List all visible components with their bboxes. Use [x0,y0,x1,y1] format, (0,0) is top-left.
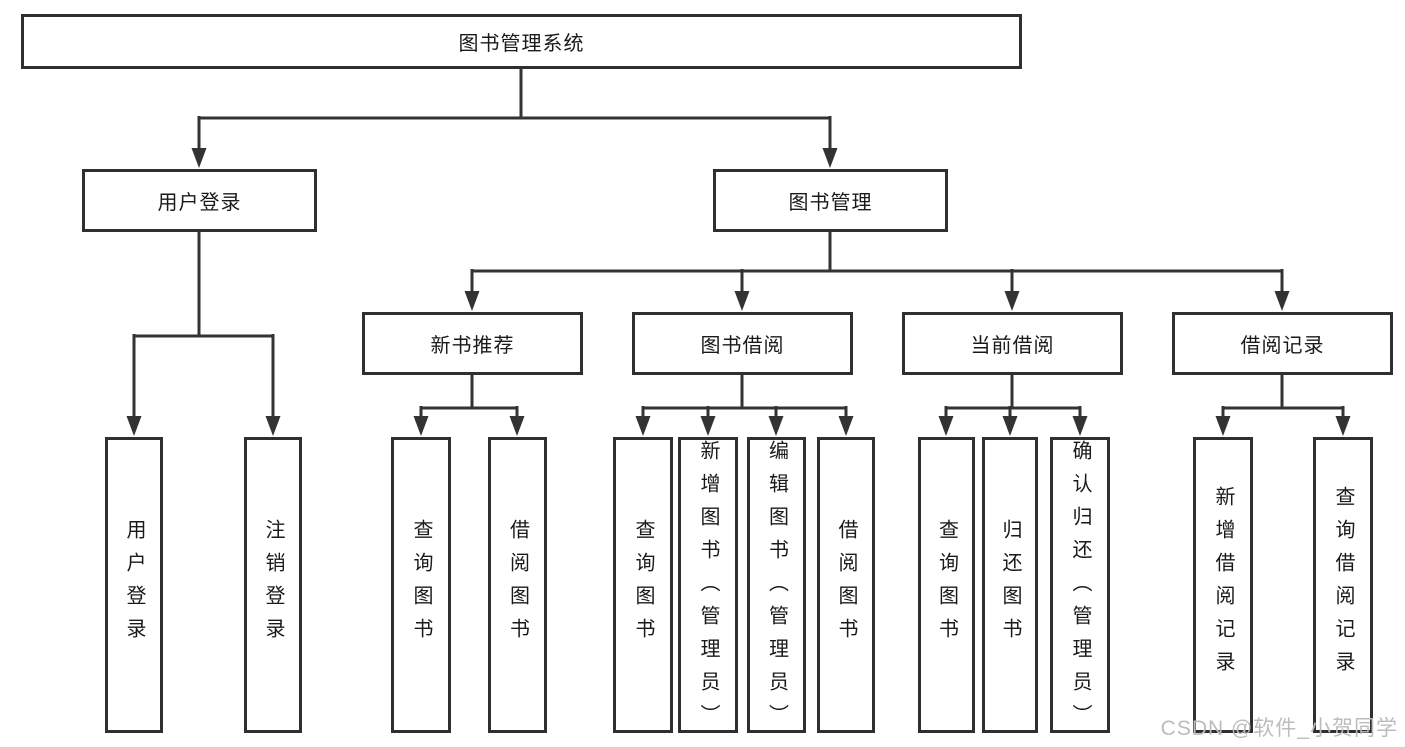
node-user-login: 用户登录 [82,169,317,232]
node-label: 新增图书（管理员） [697,440,719,737]
node-current-borrow: 当前借阅 [902,312,1123,375]
arrow-leaf-borrow-2 [838,416,854,436]
node-book-borrow: 图书借阅 [632,312,853,375]
node-label: 查询图书 [632,519,654,651]
node-leaf-confirm-return: 确认归还（管理员） [1050,437,1110,737]
node-leaf-add-book: 新增图书（管理员） [678,437,738,737]
node-leaf-borrow-book-2: 借阅图书 [817,437,875,733]
arrow-leaf-logout [265,416,281,436]
arrow-borrow-records [1274,291,1290,311]
node-label: 当前借阅 [970,335,1055,357]
node-leaf-user-login: 用户登录 [105,437,163,733]
node-leaf-logout: 注销登录 [244,437,302,733]
arrow-new-book-rec [464,291,480,311]
arrow-leaf-edit-book [768,416,784,436]
node-label: 图书管理 [788,192,873,214]
arrow-book-borrow [734,291,750,311]
node-leaf-borrow-book-1: 借阅图书 [488,437,547,733]
arrowheads [126,148,1351,436]
node-leaf-return-book: 归还图书 [982,437,1038,733]
arrow-leaf-user-login [126,416,142,436]
arrow-leaf-borrow-1 [509,416,525,436]
node-label: 新增借阅记录 [1212,486,1234,684]
node-label: 图书借阅 [700,335,785,357]
arrow-leaf-add-record [1215,416,1231,436]
node-leaf-add-record: 新增借阅记录 [1193,437,1253,733]
node-label: 查询借阅记录 [1332,486,1354,684]
arrow-leaf-query-2 [635,416,651,436]
node-book-mgmt: 图书管理 [713,169,948,232]
node-label: 注销登录 [262,519,284,651]
node-label: 用户登录 [123,519,145,651]
arrow-user-login [191,148,207,168]
node-label: 借阅记录 [1240,335,1325,357]
arrow-leaf-query-3 [938,416,954,436]
node-label: 归还图书 [999,519,1021,651]
node-label: 编辑图书（管理员） [765,440,788,737]
node-label: 查询图书 [935,519,958,651]
arrow-book-mgmt [822,148,838,168]
node-label: 确认归还（管理员） [1069,440,1091,737]
node-leaf-query-book-2: 查询图书 [613,437,673,733]
node-leaf-query-book-1: 查询图书 [391,437,451,733]
arrow-leaf-confirm-return [1072,416,1088,436]
node-leaf-query-book-3: 查询图书 [918,437,975,733]
arrow-leaf-query-1 [413,416,429,436]
node-borrow-records: 借阅记录 [1172,312,1393,375]
node-leaf-query-record: 查询借阅记录 [1313,437,1373,733]
node-label: 借阅图书 [835,519,857,651]
node-root-library-system: 图书管理系统 [21,14,1022,69]
node-label: 新书推荐 [430,335,515,357]
node-new-book-rec: 新书推荐 [362,312,583,375]
arrow-leaf-query-record [1335,416,1351,436]
arrow-leaf-add-book [700,416,716,436]
node-label: 图书管理系统 [458,33,585,55]
node-label: 用户登录 [157,192,242,214]
node-leaf-edit-book: 编辑图书（管理员） [747,437,806,737]
arrow-leaf-return-book [1002,416,1018,436]
csdn-watermark: CSDN @软件_小贺同学 [1160,717,1398,740]
node-label: 查询图书 [410,519,432,651]
arrow-current-borrow [1004,291,1020,311]
node-label: 借阅图书 [506,519,529,651]
